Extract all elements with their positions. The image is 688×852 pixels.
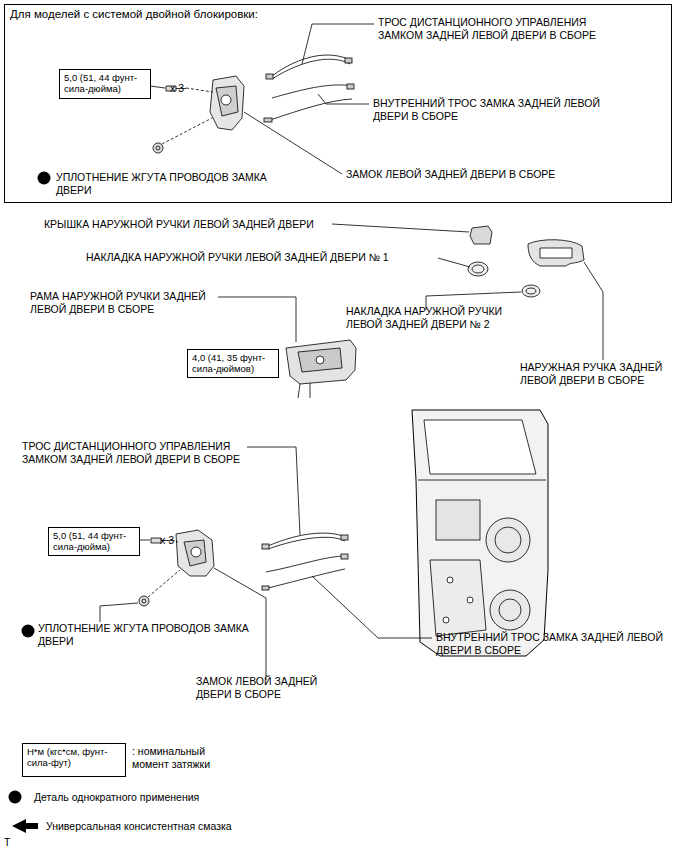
legend-text: : номинальный момент затяжки bbox=[132, 745, 242, 771]
part-name: ВНУТРЕННИЙ ТРОС ЗАМКА ЗАДНЕЙ ЛЕВОЙ ДВЕРИ… bbox=[373, 97, 605, 123]
torque-value: 5,0 (51, 44 фунт-сила-дюйма) bbox=[53, 530, 135, 553]
quantity-note: x 3 bbox=[170, 82, 200, 95]
part-name: УПЛОТНЕНИЕ ЖГУТА ПРОВОДОВ ЗАМКА ДВЕРИ bbox=[38, 622, 263, 648]
part-name: УПЛОТНЕНИЕ ЖГУТА ПРОВОДОВ ЗАМКА ДВЕРИ bbox=[56, 171, 281, 197]
part-name: РАМА НАРУЖНОЙ РУЧКИ ЗАДНЕЙ ЛЕВОЙ ДВЕРИ В… bbox=[30, 290, 220, 316]
legend-torque-box: Н*м (кгс*см, фунт-сила-фут) bbox=[22, 743, 126, 777]
legend-text: Универсальная консистентная смазка bbox=[46, 820, 346, 833]
part-name: НАКЛАДКА НАРУЖНОЙ РУЧКИ ЛЕВОЙ ЗАДНЕЙ ДВЕ… bbox=[86, 251, 431, 264]
part-name: КРЫШКА НАРУЖНОЙ РУЧКИ ЛЕВОЙ ЗАДНЕЙ ДВЕРИ bbox=[44, 218, 344, 231]
figure-code: T bbox=[4, 836, 24, 849]
legend-text: Деталь однократного применения bbox=[34, 791, 334, 804]
torque-box: 5,0 (51, 44 фунт-сила-дюйма) bbox=[48, 527, 140, 556]
part-name: НАКЛАДКА НАРУЖНОЙ РУЧКИ ЛЕВОЙ ЗАДНЕЙ ДВЕ… bbox=[346, 305, 531, 331]
part-name: ТРОС ДИСТАНЦИОННОГО УПРАВЛЕНИЯ ЗАМКОМ ЗА… bbox=[22, 440, 248, 466]
quantity-note: x 3 bbox=[160, 534, 190, 547]
part-name: ЗАМОК ЛЕВОЙ ЗАДНЕЙ ДВЕРИ В СБОРЕ bbox=[196, 675, 346, 701]
part-name: ТРОС ДИСТАНЦИОННОГО УПРАВЛЕНИЯ ЗАМКОМ ЗА… bbox=[378, 16, 610, 42]
part-name: ВНУТРЕННИЙ ТРОС ЗАМКА ЗАДНЕЙ ЛЕВОЙ ДВЕРИ… bbox=[436, 631, 676, 657]
part-name: ЗАМОК ЛЕВОЙ ЗАДНЕЙ ДВЕРИ В СБОРЕ bbox=[346, 168, 626, 181]
torque-value: 4,0 (41, 35 фунт-сила-дюймов) bbox=[192, 352, 274, 375]
torque-box: 4,0 (41, 35 фунт-сила-дюймов) bbox=[187, 349, 279, 378]
torque-box: 5,0 (51, 44 фунт-сила-дюйма) bbox=[59, 69, 151, 99]
part-name: НАРУЖНАЯ РУЧКА ЗАДНЕЙ ЛЕВОЙ ДВЕРИ В СБОР… bbox=[520, 361, 682, 387]
torque-value: Н*м (кгс*см, фунт-сила-фут) bbox=[27, 746, 121, 769]
torque-value: 5,0 (51, 44 фунт-сила-дюйма) bbox=[64, 72, 146, 95]
